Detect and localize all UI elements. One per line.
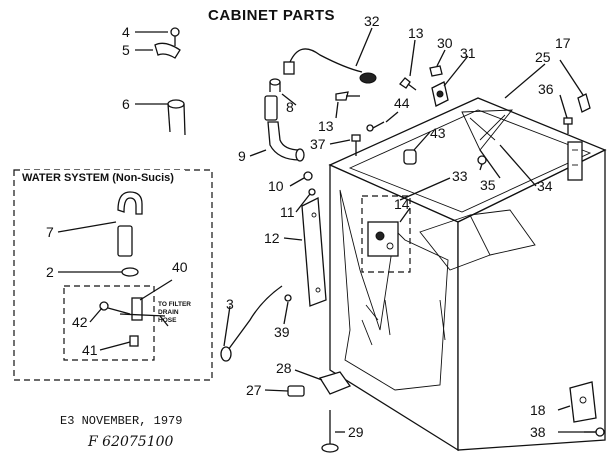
switch-part-31 [431, 81, 449, 107]
callout-30: 30 [437, 35, 453, 51]
fitting-part-11 [308, 188, 316, 196]
callout-3: 3 [226, 296, 234, 312]
clip-part-30 [429, 65, 443, 77]
callout-11: 11 [280, 204, 295, 220]
clip-part-27 [287, 385, 305, 397]
filter-note-line-1: TO FILTER [158, 301, 191, 308]
callout-8: 8 [286, 99, 294, 115]
callout-33: 33 [452, 168, 468, 184]
control-part-14 [361, 195, 411, 273]
callout-41: 41 [82, 342, 98, 358]
foot-part-29 [321, 410, 339, 453]
screw-part-37 [351, 134, 361, 156]
screw-part-13a [335, 91, 360, 101]
callout-36: 36 [538, 81, 554, 97]
callout-43: 43 [430, 125, 446, 141]
screw-part-36 [563, 117, 573, 134]
bracket-part-17 [577, 93, 591, 113]
fitting-part-10 [303, 171, 313, 181]
footer-date: E3 NOVEMBER, 1979 [60, 414, 182, 428]
callout-2: 2 [46, 264, 54, 280]
callout-6: 6 [122, 96, 130, 112]
callout-13a: 13 [318, 118, 334, 134]
callout-14: 14 [394, 196, 410, 212]
screw-part-13b [399, 77, 417, 91]
cable-part-32 [283, 48, 377, 84]
callout-44: 44 [394, 95, 410, 111]
callout-40: 40 [172, 259, 188, 275]
bracket-part-12 [301, 196, 327, 307]
callout-35: 35 [480, 177, 496, 193]
hose-part-3 [220, 285, 283, 362]
hose-part-9 [264, 95, 305, 162]
callout-28: 28 [276, 360, 292, 376]
callout-29: 29 [348, 424, 364, 440]
callout-32: 32 [364, 13, 380, 29]
callout-17: 17 [555, 35, 571, 51]
callout-34: 34 [537, 178, 553, 194]
callout-10: 10 [268, 178, 284, 194]
callout-9: 9 [238, 148, 246, 164]
callout-25: 25 [535, 49, 551, 65]
filter-note-line-3: HOSE [158, 317, 177, 324]
water-system-box: WATER SYSTEM (Non-Sucis) TO FILTER DRAIN… [13, 169, 213, 381]
callout-42: 42 [72, 314, 88, 330]
callout-12: 12 [264, 230, 280, 246]
callout-18: 18 [530, 402, 546, 418]
water-system-title: WATER SYSTEM (Non-Sucis) [22, 172, 174, 184]
screw-part-4 [170, 27, 180, 46]
callout-4: 4 [122, 24, 130, 40]
footer-part-number: F 62075100 [87, 434, 174, 450]
leader-lines [57, 27, 596, 433]
clamp-part-5 [154, 42, 181, 59]
screw-part-44 [366, 121, 385, 132]
callout-39: 39 [274, 324, 290, 340]
hose-part-6 [167, 99, 186, 136]
callout-37: 37 [310, 136, 326, 152]
callout-38: 38 [530, 424, 546, 440]
clip-part-43 [403, 149, 417, 165]
cabinet [328, 97, 607, 452]
grommet-part-8 [269, 78, 281, 92]
callouts: 4 5 6 32 8 9 13 13 30 31 44 37 43 17 25 … [46, 13, 571, 440]
callout-31: 31 [460, 45, 476, 61]
callout-27: 27 [246, 382, 262, 398]
diagram-title: CABINET PARTS [208, 7, 335, 24]
filter-note-line-2: DRAIN [158, 309, 179, 316]
callout-7: 7 [46, 224, 54, 240]
callout-5: 5 [122, 42, 130, 58]
callout-13b: 13 [408, 25, 424, 41]
bracket-part-28 [318, 371, 352, 395]
screw-part-39 [284, 294, 292, 302]
